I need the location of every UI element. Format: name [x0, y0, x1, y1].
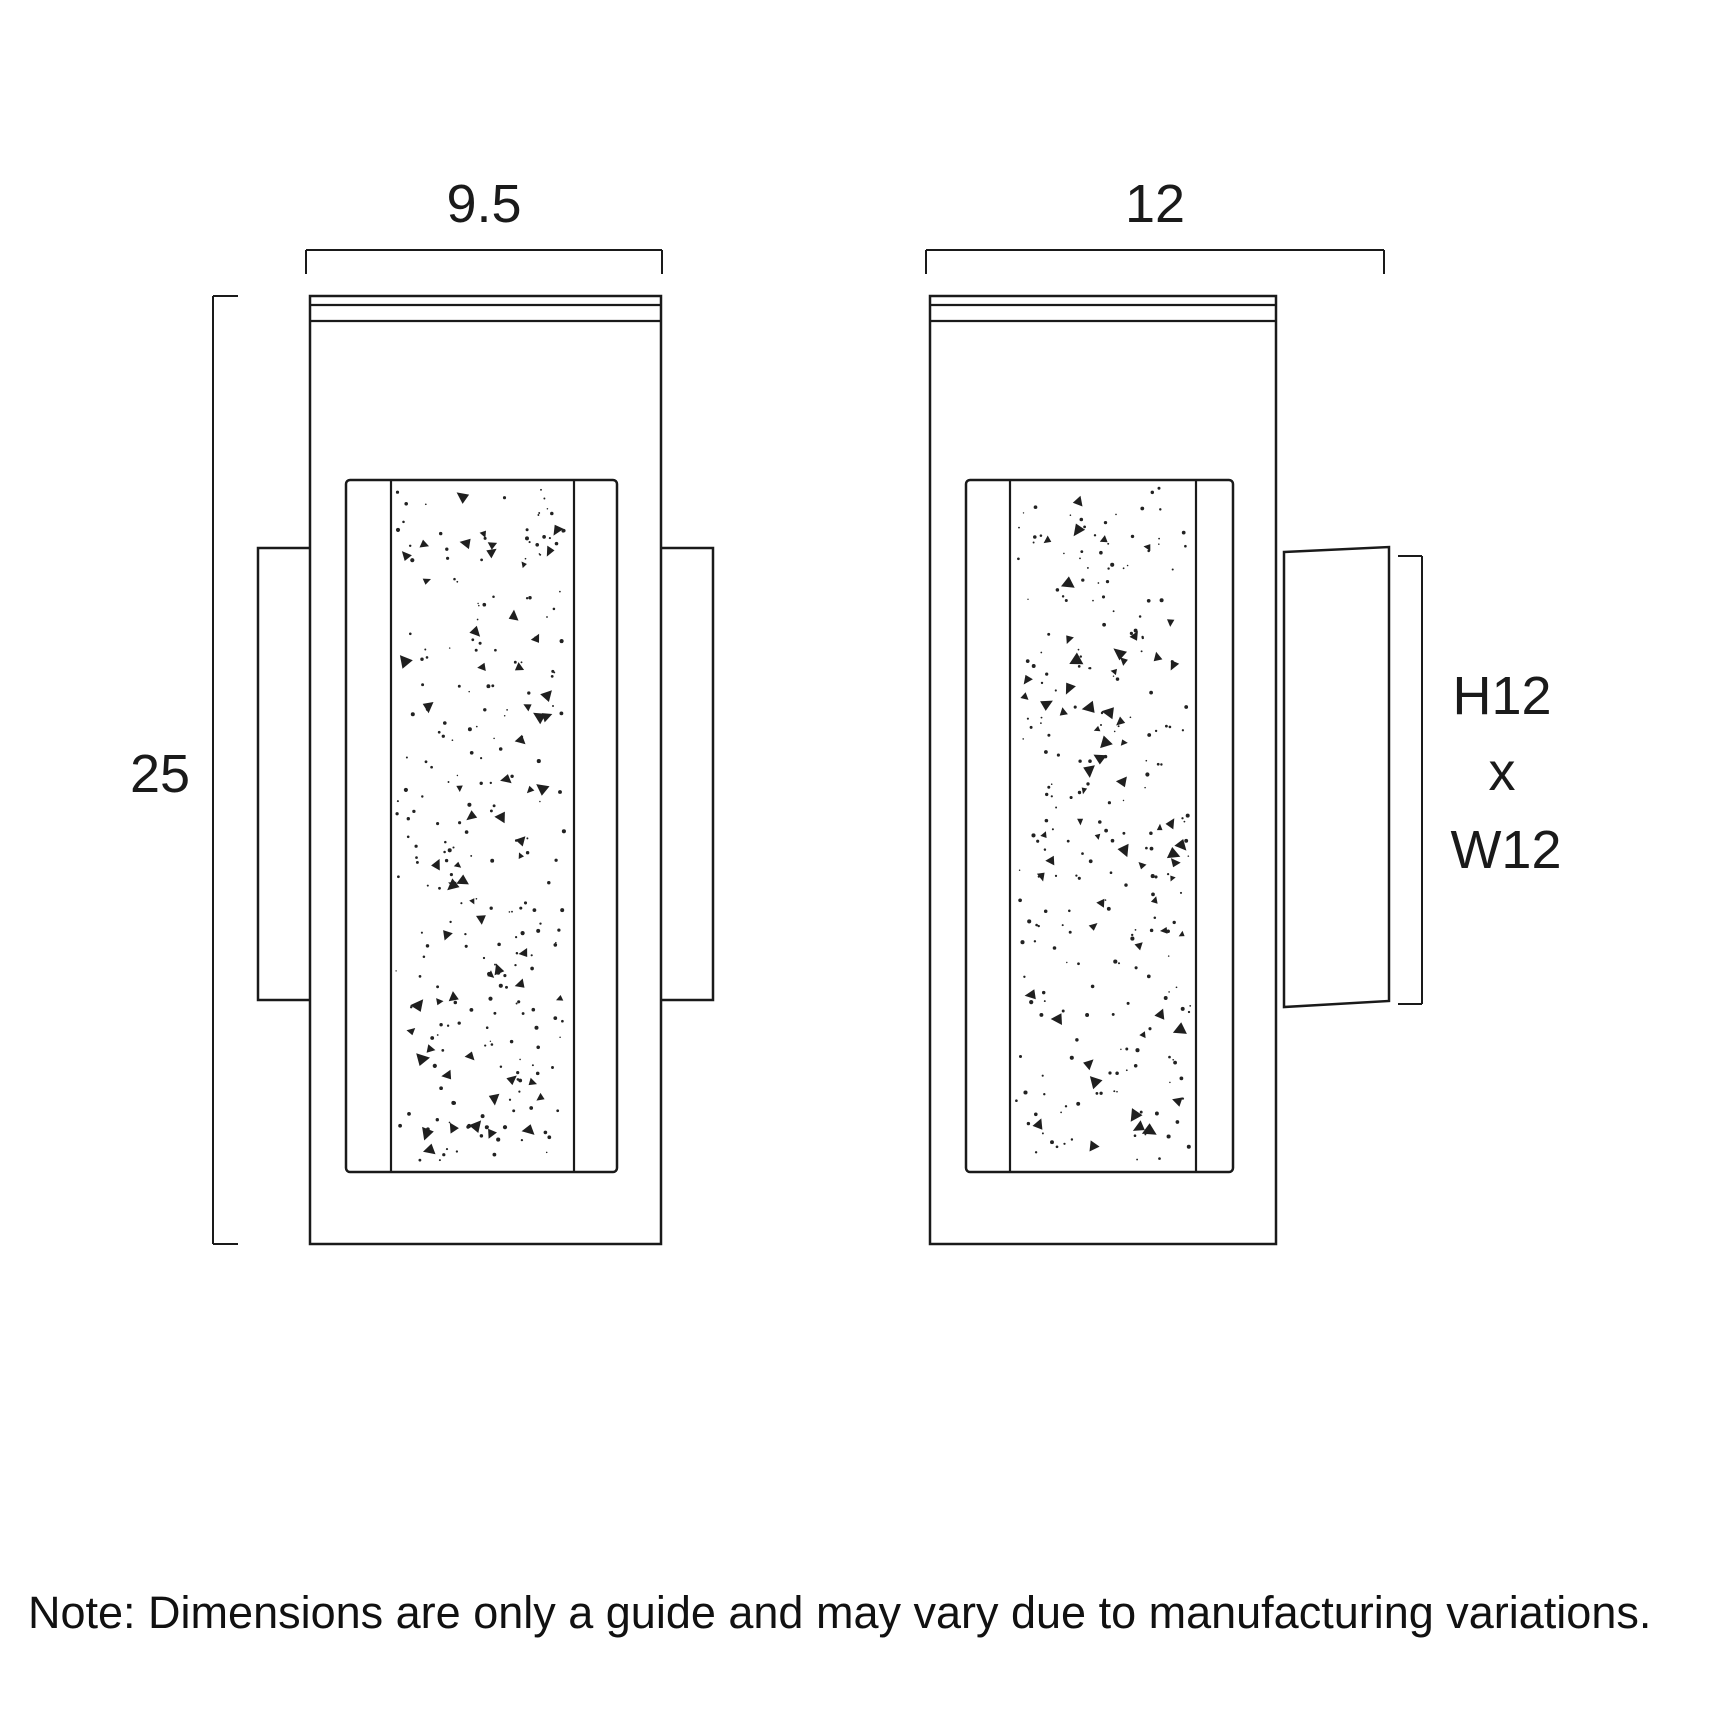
- right-fixture-rear-plate: [1282, 545, 1391, 1009]
- left-fixture-front-view: [256, 294, 715, 1246]
- dimension-backplate-label-x: x: [1489, 742, 1516, 802]
- dimension-left-width: 9.5: [305, 174, 663, 274]
- dimension-backplate-label-h: H12: [1452, 666, 1551, 726]
- dimension-left-height: 25: [130, 295, 238, 1245]
- right-fixture-side-view: [928, 294, 1391, 1246]
- dimension-right-width-label: 12: [1125, 174, 1185, 234]
- left-fixture-rear-plate-right-tab: [655, 546, 715, 1002]
- dimension-right-width: 12: [925, 174, 1385, 274]
- right-fixture-window-frame: [964, 478, 1235, 1174]
- dimensions-note: Note: Dimensions are only a guide and ma…: [28, 1587, 1651, 1638]
- left-fixture-window-frame: [344, 478, 619, 1174]
- dimension-backplate-label-w: W12: [1450, 820, 1561, 880]
- dimension-left-height-label: 25: [130, 744, 190, 804]
- left-fixture-seeded-glass-texture: [395, 488, 566, 1162]
- dimension-left-width-label: 9.5: [446, 174, 521, 234]
- left-fixture-rear-plate-left-tab: [256, 546, 316, 1002]
- dimension-backplate-bracket: H12 x W12: [1398, 555, 1562, 1005]
- right-fixture-seeded-glass-texture: [1015, 486, 1192, 1161]
